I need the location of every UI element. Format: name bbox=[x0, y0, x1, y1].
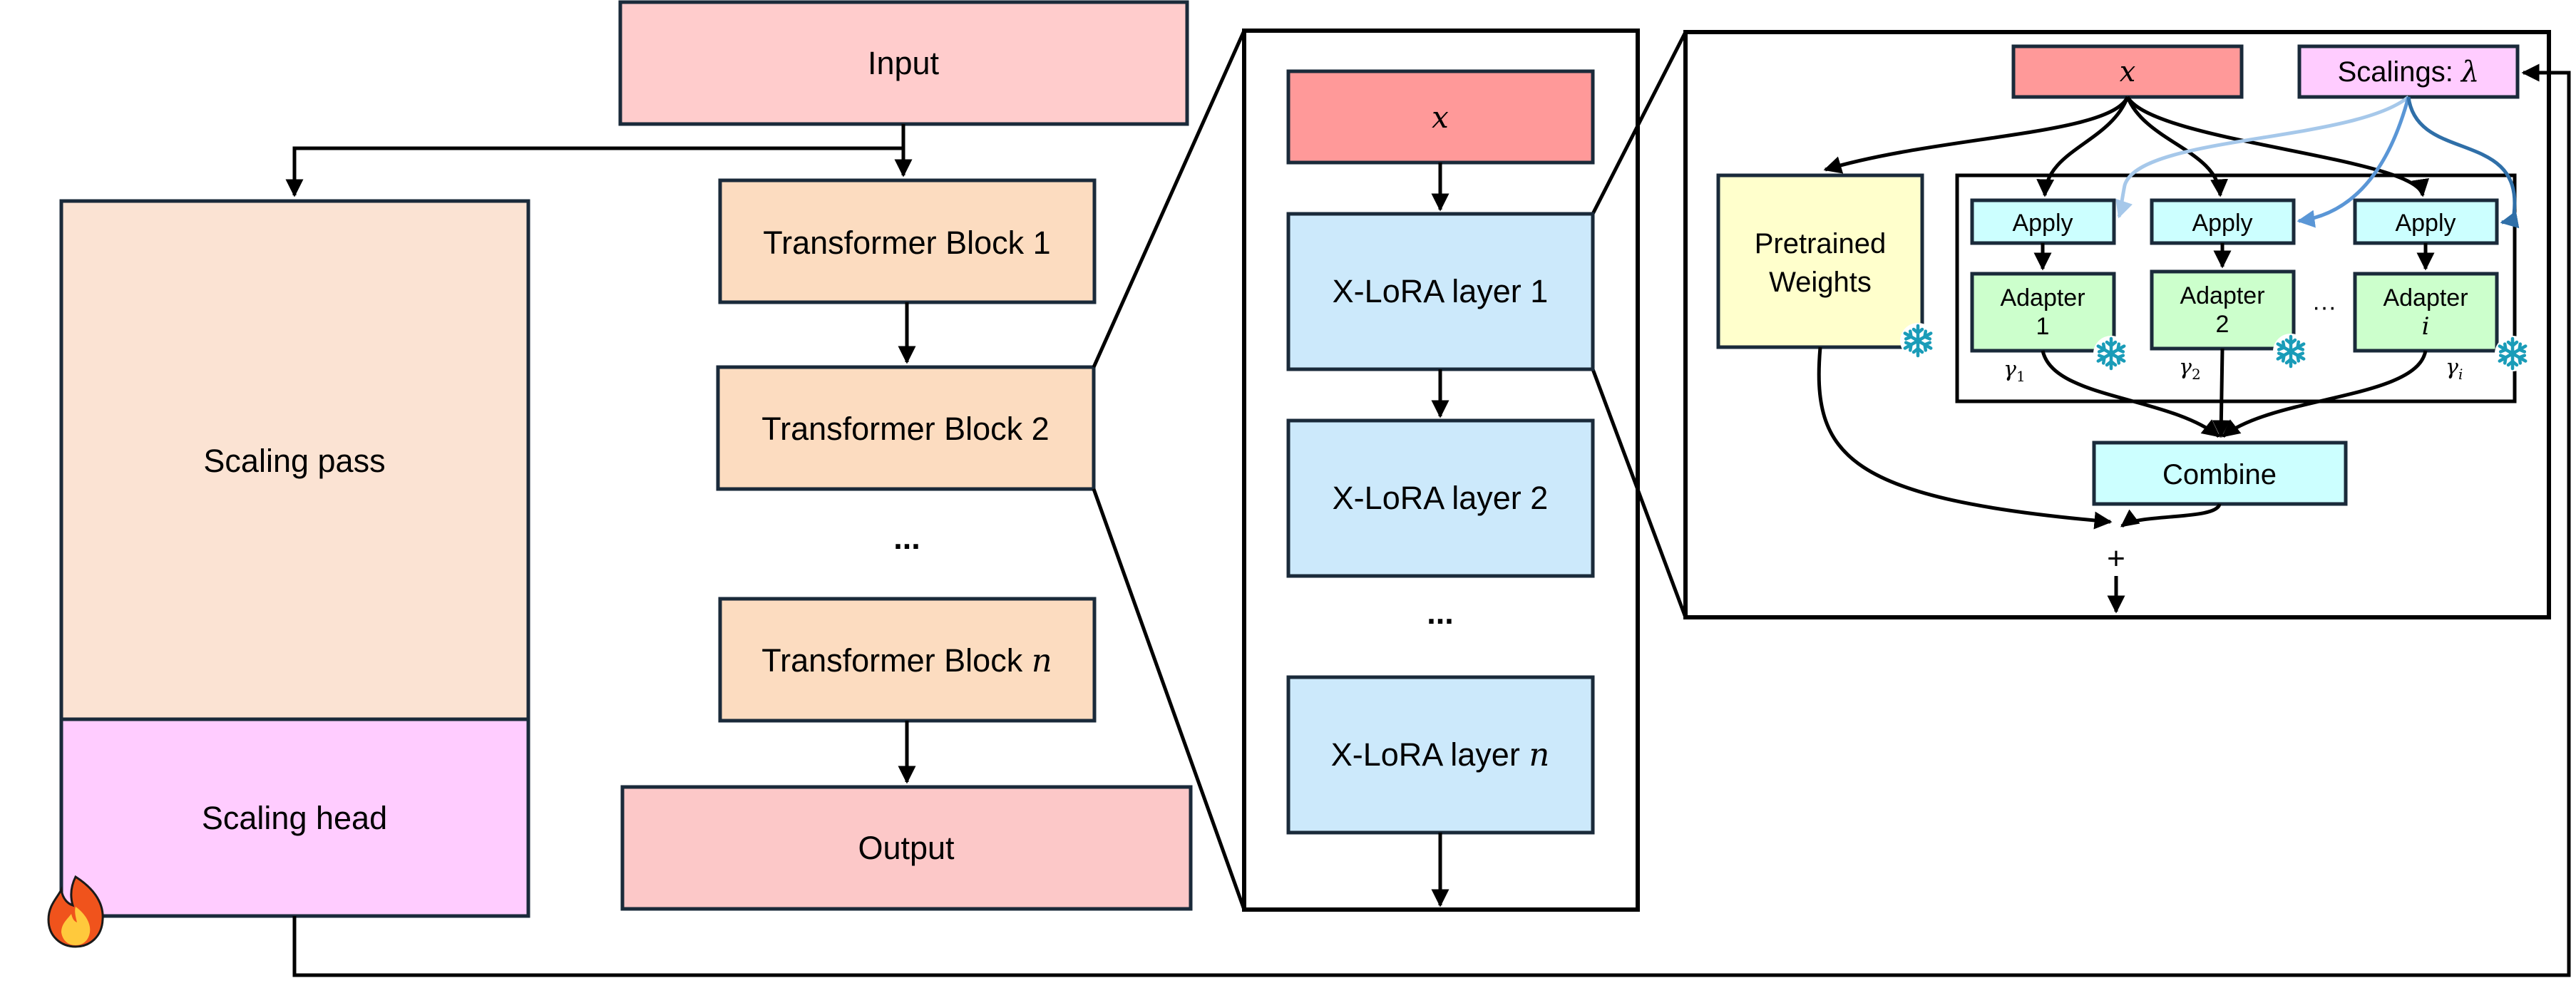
scaling-head-box bbox=[59, 717, 530, 918]
xlora-layer-2 bbox=[1286, 418, 1595, 578]
scalings-label: Scalings: λ bbox=[2338, 56, 2480, 88]
combine-label: Combine bbox=[2162, 459, 2277, 490]
output-box bbox=[620, 785, 1193, 911]
gamma-label-1: γ1 bbox=[2003, 357, 2026, 385]
xlora-layer-1-label: X-LoRA layer 1 bbox=[1333, 273, 1549, 309]
pretrained-weights-box bbox=[1716, 173, 1924, 349]
combine-box bbox=[2092, 441, 2348, 506]
plus-sign: + bbox=[2107, 541, 2125, 576]
adapter-group bbox=[1955, 173, 2517, 403]
xlora-layer-n bbox=[1286, 675, 1595, 835]
right-x-label: x bbox=[2120, 56, 2136, 88]
transformer-block-n bbox=[718, 597, 1097, 723]
right-panel-arrows bbox=[1817, 96, 2435, 614]
scaling-pass-box bbox=[59, 199, 530, 721]
apply-label-1: Apply bbox=[2012, 210, 2073, 237]
pretrained-snowflake-icon bbox=[1900, 323, 1936, 359]
adapter-1-snowflake-icon bbox=[2093, 336, 2129, 371]
adapter-box-i bbox=[2353, 272, 2499, 353]
transformer-block-n-label: Transformer Block n bbox=[761, 642, 1052, 679]
transformer-block-2 bbox=[716, 365, 1096, 491]
xlora-layer-ellipsis: ... bbox=[1427, 595, 1454, 631]
adapter-i-snowflake-icon bbox=[2495, 336, 2530, 371]
output-label: Output bbox=[858, 830, 955, 866]
transformer-block-ellipsis: ... bbox=[893, 520, 920, 556]
apply-label-2: Apply bbox=[2192, 210, 2252, 237]
scaling-head-label: Scaling head bbox=[202, 800, 387, 836]
fire-icon bbox=[47, 875, 104, 948]
gamma-label-i: γi bbox=[2446, 355, 2463, 383]
xlora-layer-n-label: X-LoRA layer n bbox=[1331, 736, 1550, 773]
transformer-block-1 bbox=[718, 178, 1097, 304]
xlora-layer-detail-panel bbox=[1683, 30, 2551, 619]
adapter-ellipsis: ··· bbox=[2312, 294, 2336, 321]
input-label: Input bbox=[868, 45, 940, 81]
middle-x-label: x bbox=[1432, 100, 1449, 135]
scalings-box bbox=[2297, 44, 2520, 99]
adapter-box-2 bbox=[2150, 269, 2296, 351]
scalings-arrows bbox=[2115, 96, 2520, 229]
apply-label-i: Apply bbox=[2395, 210, 2456, 237]
apply-box-i bbox=[2353, 198, 2499, 245]
middle-x-box bbox=[1286, 69, 1595, 165]
apply-box-1 bbox=[1970, 198, 2116, 245]
xlora-layer-1 bbox=[1286, 212, 1595, 371]
scaling-pass-label: Scaling pass bbox=[203, 443, 385, 479]
gamma-label-2: γ2 bbox=[2179, 355, 2201, 383]
xlora-panel bbox=[1242, 29, 1640, 912]
input-box bbox=[618, 0, 1189, 126]
adapter-2-snowflake-icon bbox=[2273, 334, 2309, 369]
adapter-box-1 bbox=[1970, 272, 2116, 353]
transformer-block-2-label: Transformer Block 2 bbox=[761, 411, 1049, 447]
transformer-block-1-label: Transformer Block 1 bbox=[763, 225, 1050, 261]
left-panel-arrows bbox=[285, 63, 2571, 977]
right-x-box bbox=[2011, 44, 2244, 99]
xlora-layer-2-label: X-LoRA layer 2 bbox=[1333, 480, 1549, 516]
